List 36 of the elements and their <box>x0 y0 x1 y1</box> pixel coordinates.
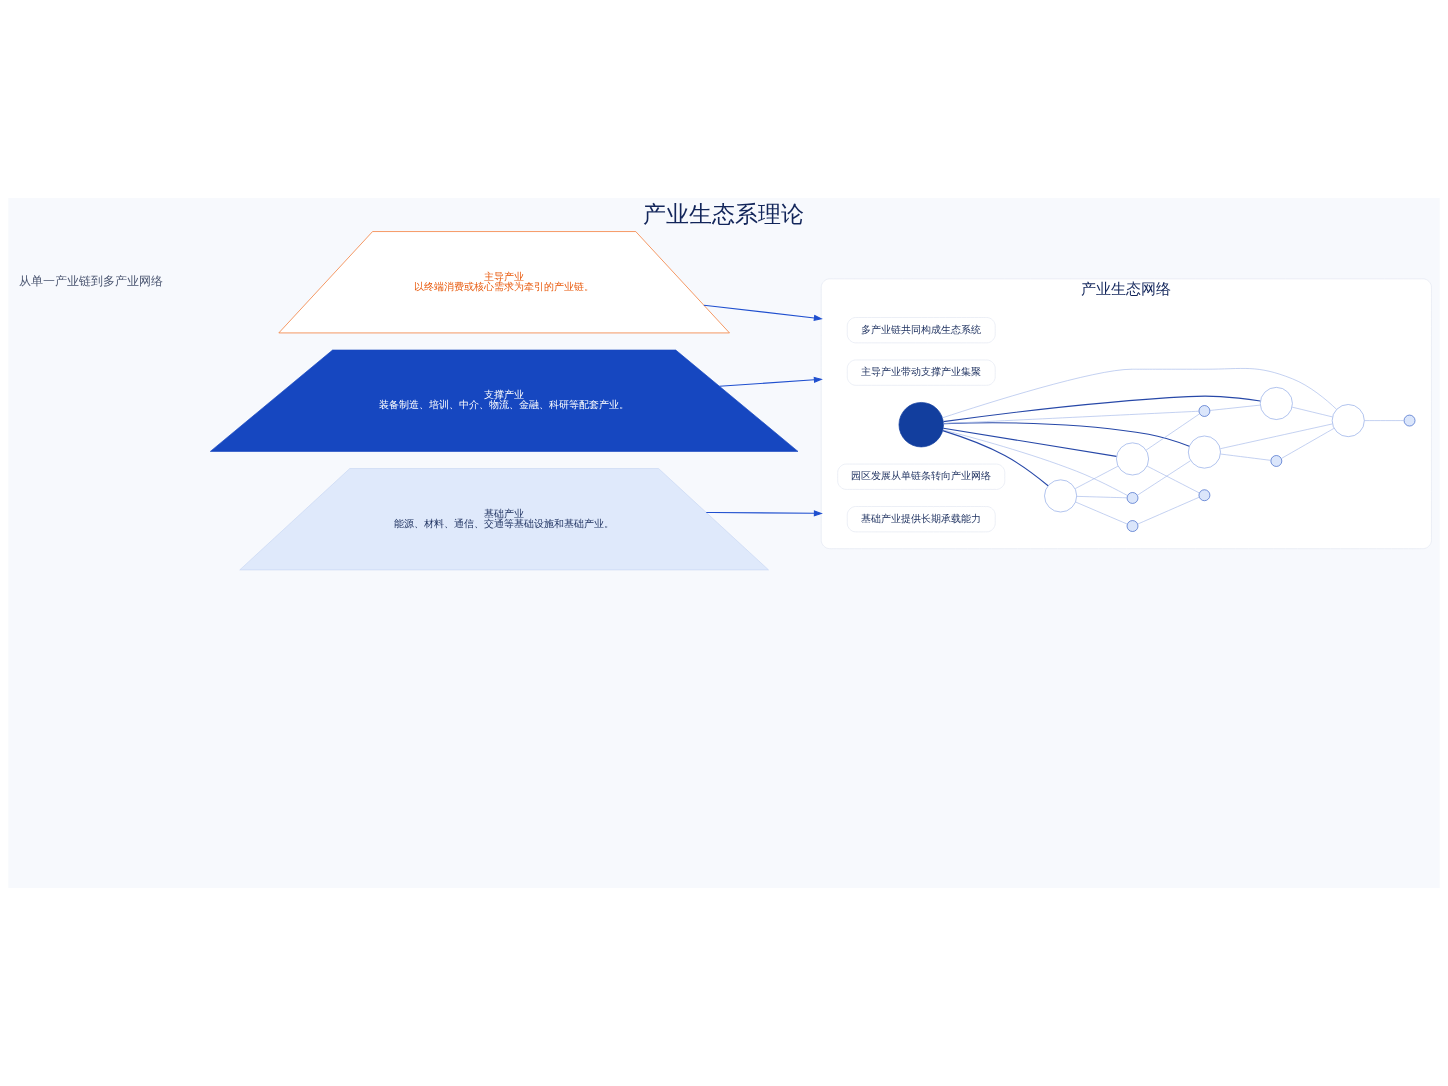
connector <box>1146 465 1200 494</box>
node-circle <box>1259 387 1293 420</box>
label: 从单一产业链到多产业网络 <box>18 274 163 289</box>
connector <box>942 395 1261 423</box>
diagram-title: 产业生态系理论 <box>643 200 805 228</box>
connector <box>1281 428 1335 459</box>
node-circle <box>1198 405 1211 417</box>
connector <box>1364 420 1405 421</box>
node-circle <box>1188 435 1221 469</box>
node-circle <box>1198 489 1211 502</box>
connector <box>1075 501 1128 525</box>
arrow <box>705 510 823 517</box>
connector <box>1220 453 1271 461</box>
arrow <box>703 304 823 322</box>
connector <box>942 429 1128 496</box>
connector <box>942 427 1117 457</box>
connector <box>1137 496 1200 525</box>
connector <box>1076 496 1128 499</box>
node-circle <box>1116 442 1149 476</box>
node-circle <box>1044 479 1078 513</box>
connector <box>1220 423 1333 450</box>
connector <box>1145 413 1200 451</box>
node-circle <box>1126 520 1139 532</box>
node-circle <box>898 402 944 448</box>
connector <box>942 430 1049 487</box>
node-circle <box>1126 492 1139 504</box>
node-circle <box>1331 404 1365 437</box>
node-circle <box>1270 455 1283 467</box>
connector <box>1209 404 1261 411</box>
connector <box>942 368 1337 419</box>
arrow <box>718 376 823 387</box>
node-circle <box>1403 414 1416 427</box>
connector <box>1074 465 1119 489</box>
connector <box>1137 460 1191 496</box>
connector <box>1291 406 1333 418</box>
connector <box>943 410 1200 424</box>
